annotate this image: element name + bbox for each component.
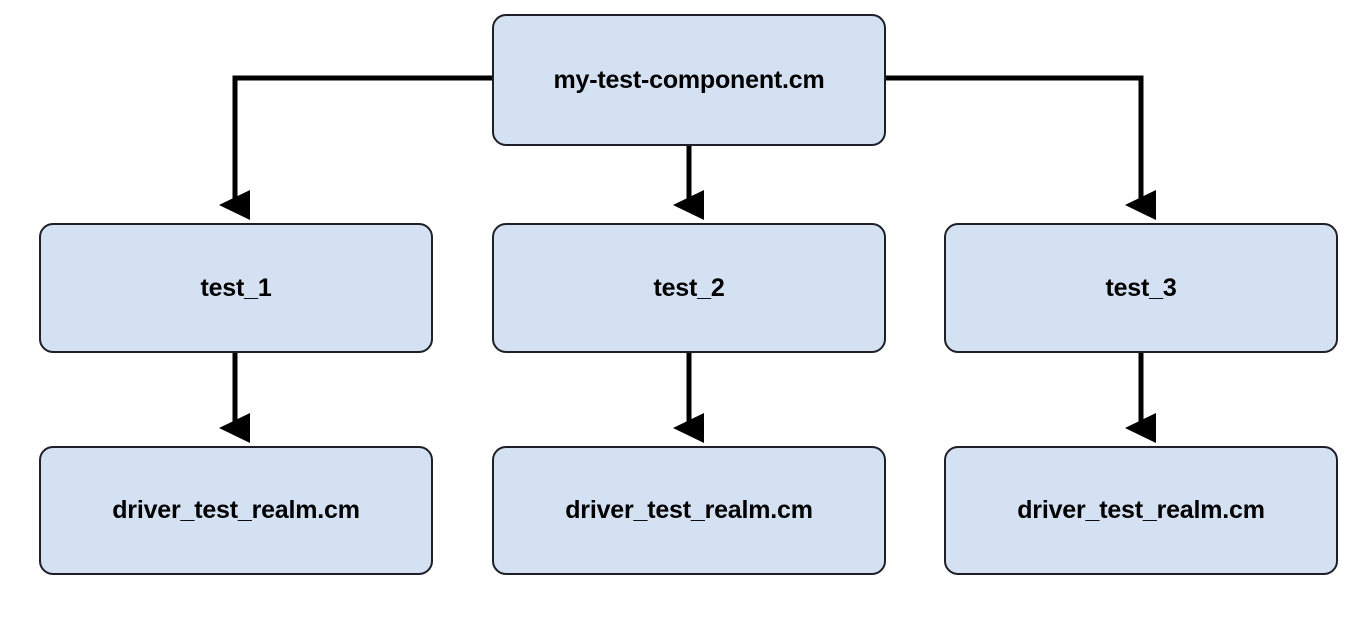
node-driver-test-realm-3[interactable]: driver_test_realm.cm bbox=[944, 446, 1338, 575]
node-label: test_2 bbox=[653, 273, 725, 302]
node-label: test_1 bbox=[200, 273, 272, 302]
node-my-test-component[interactable]: my-test-component.cm bbox=[492, 14, 886, 146]
node-label: driver_test_realm.cm bbox=[565, 496, 813, 524]
edge-root-to-test-3 bbox=[885, 75, 1157, 221]
node-test-3[interactable]: test_3 bbox=[944, 223, 1338, 353]
node-label: test_3 bbox=[1105, 273, 1177, 302]
node-test-1[interactable]: test_1 bbox=[39, 223, 433, 353]
node-driver-test-realm-2[interactable]: driver_test_realm.cm bbox=[492, 446, 886, 575]
node-label: driver_test_realm.cm bbox=[1017, 496, 1265, 524]
node-test-2[interactable]: test_2 bbox=[492, 223, 886, 353]
node-label: driver_test_realm.cm bbox=[112, 496, 360, 524]
node-driver-test-realm-1[interactable]: driver_test_realm.cm bbox=[39, 446, 433, 575]
node-label: my-test-component.cm bbox=[553, 65, 825, 94]
edge-root-to-test-1 bbox=[219, 75, 493, 221]
